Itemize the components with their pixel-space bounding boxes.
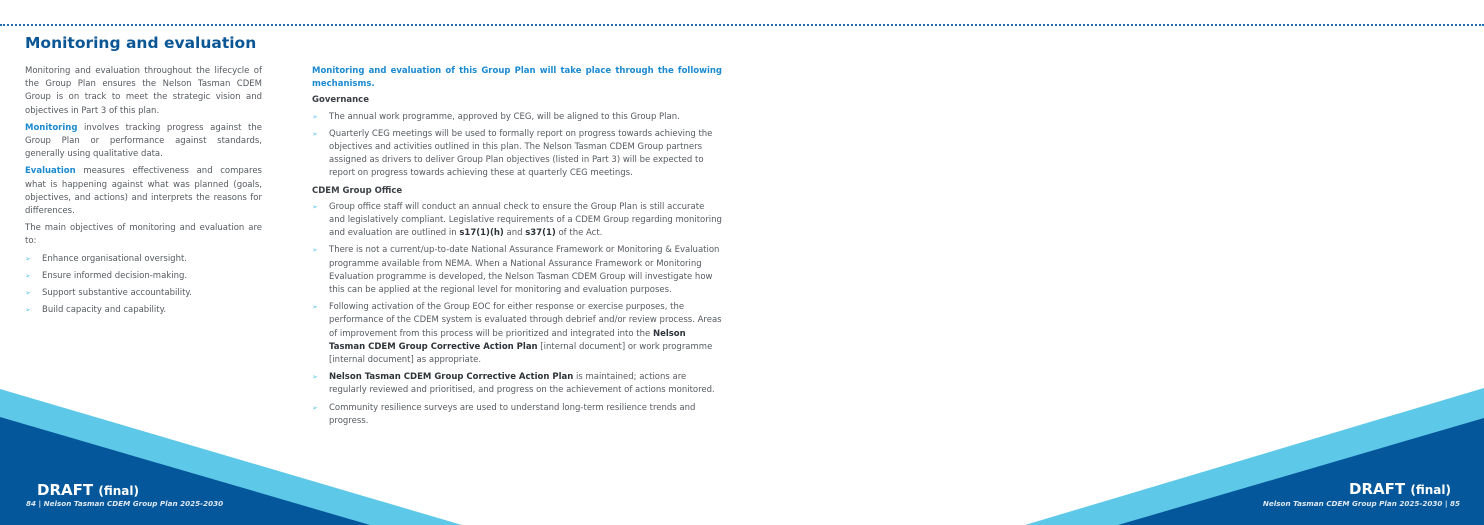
arrow-bullet-icon: ➢: [312, 112, 318, 121]
arrow-bullet-icon: ➢: [25, 306, 31, 315]
list-item: ➢ Build capacity and capability.: [25, 304, 262, 317]
left-column: Monitoring and evaluation throughout the…: [25, 65, 262, 321]
list-item: ➢ Group office staff will conduct an annu…: [312, 201, 722, 241]
list-item: ➢ There is not a current/up-to-date Natio…: [312, 244, 722, 297]
list-item-text: Support substantive accountability.: [42, 288, 192, 299]
list-item-text: Ensure informed decision-making.: [42, 270, 188, 281]
text: [internal document] or work programme [i…: [329, 341, 713, 366]
list-item-text: The annual work programme, approved by C…: [329, 111, 680, 122]
intro-paragraph: Monitoring and evaluation throughout the…: [25, 66, 262, 116]
governance-list: ➢ The annual work programme, approved by …: [312, 111, 722, 181]
text: Following activation of the Group EOC fo…: [329, 302, 722, 339]
draft-text: DRAFT: [1349, 480, 1406, 498]
arrow-bullet-icon: ➢: [312, 373, 318, 382]
left-dark-band: [0, 417, 370, 525]
list-item-text: Enhance organisational oversight.: [42, 253, 187, 264]
text: of the Act.: [555, 228, 603, 239]
top-dotted-rule: [0, 24, 1484, 26]
page-title: Monitoring and evaluation: [25, 34, 257, 52]
list-item-text: Build capacity and capability.: [42, 305, 167, 316]
evaluation-term: Evaluation: [25, 166, 76, 177]
draft-status: (final): [1410, 483, 1451, 497]
list-item: ➢ The annual work programme, approved by …: [312, 111, 722, 124]
office-heading: CDEM Group Office: [312, 185, 403, 196]
list-item: ➢ Ensure informed decision-making.: [25, 270, 262, 283]
governance-heading: Governance: [312, 95, 369, 106]
objectives-intro: The main objectives of monitoring and ev…: [25, 223, 262, 247]
legislation-ref: s17(1)(h): [459, 228, 504, 239]
monitoring-term: Monitoring: [25, 122, 78, 133]
right-dark-band: [1118, 418, 1484, 525]
list-item: ➢ Enhance organisational oversight.: [25, 253, 262, 266]
arrow-bullet-icon: ➢: [25, 289, 31, 298]
list-item: ➢ Following activation of the Group EOC f…: [312, 301, 722, 367]
text: Group office staff will conduct an annua…: [329, 201, 722, 239]
arrow-bullet-icon: ➢: [312, 403, 318, 412]
evaluation-text: measures effectiveness and compares what…: [25, 166, 262, 217]
monitoring-paragraph: Monitoring involves tracking progress ag…: [25, 122, 262, 162]
draft-label-left: DRAFT (final): [37, 481, 139, 499]
plan-name: Nelson Tasman CDEM Group Corrective Acti…: [329, 328, 686, 352]
draft-label-right: DRAFT (final): [1349, 480, 1451, 498]
text: and: [503, 228, 526, 239]
office-list: ➢ Group office staff will conduct an annu…: [312, 201, 722, 428]
page-footer-left: 84 | Nelson Tasman CDEM Group Plan 2025-…: [26, 499, 224, 508]
text: is maintained; actions are regularly rev…: [329, 372, 715, 396]
monitoring-text: involves tracking progress against the G…: [25, 122, 262, 160]
list-item: ➢ Support substantive accountability.: [25, 287, 262, 300]
arrow-bullet-icon: ➢: [312, 303, 318, 312]
list-item: ➢ Quarterly CEG meetings will be used to …: [312, 128, 722, 181]
right-column: Monitoring and evaluation of this Group …: [312, 65, 722, 432]
draft-status: (final): [98, 484, 139, 498]
arrow-bullet-icon: ➢: [25, 254, 31, 263]
arrow-bullet-icon: ➢: [312, 202, 318, 211]
text: Community resilience surveys are used to…: [329, 402, 696, 426]
plan-name: Nelson Tasman CDEM Group Corrective Acti…: [329, 372, 574, 383]
arrow-bullet-icon: ➢: [312, 246, 318, 255]
arrow-bullet-icon: ➢: [25, 271, 31, 280]
evaluation-paragraph: Evaluation measures effectiveness and co…: [25, 165, 262, 218]
text: There is not a current/up-to-date Nation…: [329, 245, 720, 296]
legislation-ref: s37(1): [525, 228, 556, 239]
draft-text: DRAFT: [37, 481, 94, 499]
list-item: ➢ Community resilience surveys are used t…: [312, 402, 722, 428]
page-footer-right: Nelson Tasman CDEM Group Plan 2025-2030 …: [1262, 499, 1460, 508]
list-item-text: Quarterly CEG meetings will be used to f…: [329, 128, 713, 179]
objectives-list: ➢ Enhance organisational oversight. ➢ Ensu…: [25, 253, 262, 318]
mechanisms-lead: Monitoring and evaluation of this Group …: [312, 66, 722, 90]
list-item: ➢ Nelson Tasman CDEM Group Corrective Act…: [312, 371, 722, 397]
arrow-bullet-icon: ➢: [312, 129, 318, 138]
